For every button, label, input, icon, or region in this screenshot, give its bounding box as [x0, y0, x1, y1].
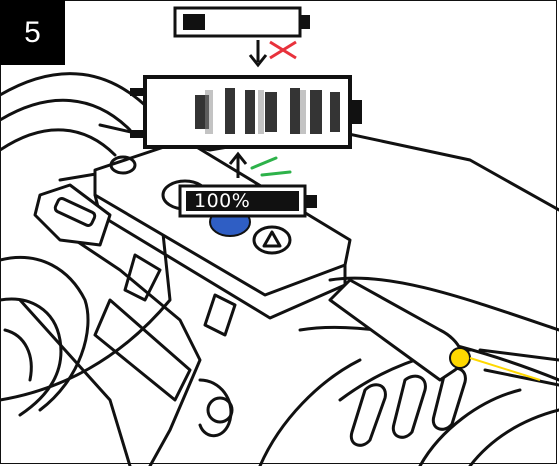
battery-full-icon [178, 184, 317, 218]
battery-percent-label: 100% [194, 190, 251, 212]
eyepiece [0, 72, 172, 402]
check-icon [250, 156, 292, 177]
arrow-up-icon [228, 151, 248, 178]
battery-low-icon [173, 6, 310, 38]
usb-port-housing [33, 183, 112, 247]
arrow-down-icon [248, 40, 268, 68]
cross-icon [269, 40, 297, 60]
battery-charging-icon [130, 75, 362, 149]
indicator-light [449, 347, 471, 369]
step-number-badge: 5 [0, 0, 65, 65]
